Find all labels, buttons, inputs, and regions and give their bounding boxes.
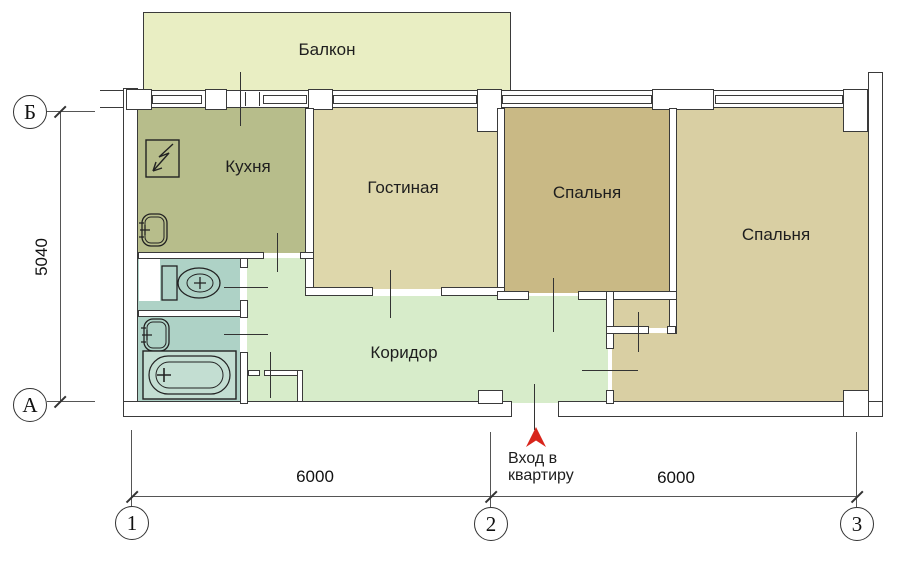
wall-pier <box>652 89 714 110</box>
wall-kitchen-south <box>300 252 314 259</box>
door-mark-entrance <box>534 384 535 430</box>
dim-line-bottom <box>131 496 857 497</box>
ext-line-2 <box>490 432 491 507</box>
door-mark-bedroom2 <box>582 370 638 371</box>
ext-line-3 <box>856 432 857 507</box>
axis-circle-1: 1 <box>115 506 149 540</box>
bedroom-1-window <box>502 95 652 104</box>
corridor-room <box>247 296 608 403</box>
wall-living-south <box>305 287 373 296</box>
bedroom-2-room <box>675 108 868 404</box>
wall-corridor-bedroom2 <box>606 291 614 349</box>
wall-bedroom1-bedroom2 <box>669 108 677 334</box>
living-label: Гостиная <box>367 178 439 197</box>
exterior-wall-east <box>868 72 883 417</box>
wc-duct <box>139 259 160 301</box>
entrance-pier <box>478 390 503 404</box>
wall-niche-south <box>606 326 649 334</box>
wall-bedroom1-south <box>578 291 677 300</box>
kitchen-window-2 <box>263 95 307 104</box>
balcony-door-frame <box>245 92 246 106</box>
dim-line-vertical <box>60 112 61 402</box>
bathtub-icon <box>142 350 237 400</box>
axis-circle-2: 2 <box>474 507 508 541</box>
bedroom-1-room <box>504 108 671 293</box>
wall-kitchen-living <box>305 108 314 296</box>
exterior-wall-west <box>123 88 138 417</box>
wall-pier <box>843 89 868 132</box>
wall-pier <box>126 89 152 110</box>
axis-line-b <box>47 111 95 112</box>
toilet-icon <box>161 265 221 301</box>
bedroom-1-label: Спальня <box>552 183 622 202</box>
axis-line-a <box>47 401 95 402</box>
wall-pier <box>308 89 333 110</box>
wall-bath-corridor <box>240 300 248 318</box>
door-mark-living <box>390 270 391 318</box>
bedroom-2-annex <box>612 333 676 403</box>
closet-wall <box>248 370 260 376</box>
wall-living-bedroom1 <box>497 108 505 296</box>
door-mark-niche <box>638 312 639 352</box>
exterior-wall-south-right <box>558 401 883 417</box>
wall-pier-southeast <box>843 390 869 417</box>
exterior-wall-south-left <box>123 401 512 417</box>
wall-pier <box>205 89 227 110</box>
living-room-window <box>333 95 477 104</box>
kitchen-room <box>138 108 308 253</box>
dim-label-width-left: 6000 <box>296 467 334 486</box>
wall-living-south <box>441 287 505 296</box>
kitchen-label: Кухня <box>225 157 271 176</box>
door-mark-balcony <box>240 72 241 126</box>
wall-bath-corridor <box>240 352 248 404</box>
door-mark-bedroom1 <box>553 278 554 332</box>
bedroom-2-window <box>715 95 843 104</box>
entrance-label: Вход в квартиру <box>508 450 574 484</box>
wall-wc-bathroom <box>138 310 241 317</box>
axis-circle-3: 3 <box>840 507 874 541</box>
door-mark-closet <box>270 352 271 398</box>
ext-line-1 <box>131 430 132 506</box>
stove-icon <box>145 139 180 178</box>
wall-niche-south <box>667 326 676 334</box>
wall-kitchen-south <box>138 252 264 259</box>
corridor-label: Коридор <box>370 343 438 362</box>
bedroom-2-label: Спальня <box>741 225 811 244</box>
axis-circle-b: Б <box>13 95 47 129</box>
balcony-door-frame <box>259 92 260 106</box>
sink-icon <box>141 318 170 352</box>
sink-icon <box>139 213 168 247</box>
door-mark-kitchen <box>277 233 278 272</box>
kitchen-window-1 <box>152 95 202 104</box>
closet-wall <box>297 370 303 402</box>
axis-circle-a: А <box>13 388 47 422</box>
bedroom-2-niche <box>612 300 670 328</box>
dim-label-width-right: 6000 <box>657 468 695 487</box>
living-room <box>313 108 498 289</box>
balcony-label: Балкон <box>298 40 356 59</box>
arrow-up-icon <box>526 427 546 447</box>
wall-corridor-bedroom2 <box>606 390 614 404</box>
door-mark-bathroom <box>224 334 268 335</box>
balcony-room <box>143 12 511 92</box>
door-mark-wc <box>224 287 268 288</box>
dim-label-height: 5040 <box>32 238 51 276</box>
wall-bedroom1-south <box>497 291 529 300</box>
